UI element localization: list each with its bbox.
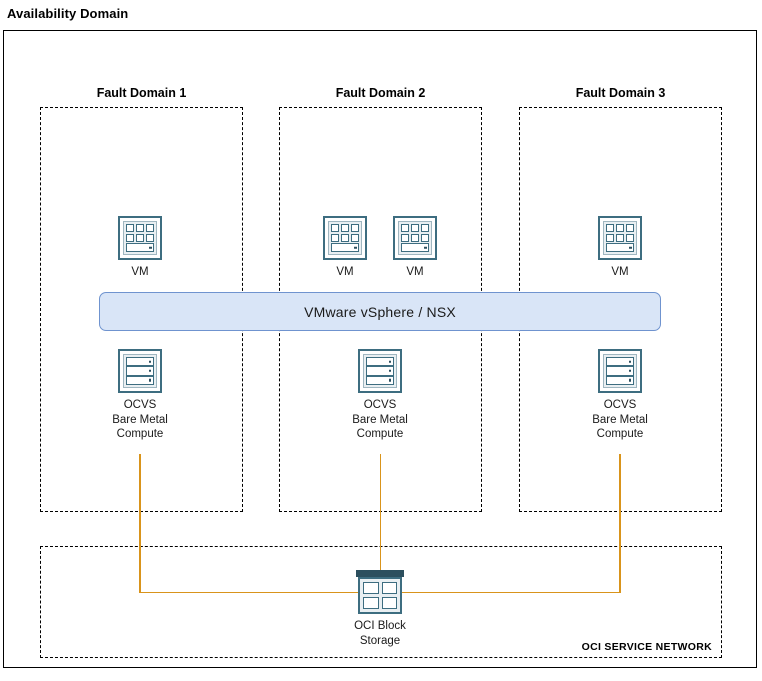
connector-fd3-vertical	[619, 454, 621, 593]
vm-icon	[323, 216, 367, 260]
vm-label: VM	[336, 266, 354, 278]
bare-metal-compute-fd3[interactable]: OCVS Bare Metal Compute	[565, 349, 675, 442]
vmware-banner-label: VMware vSphere / NSX	[304, 303, 456, 320]
bare-metal-compute-fd2[interactable]: OCVS Bare Metal Compute	[325, 349, 435, 442]
vm-icon	[118, 216, 162, 260]
block-storage-icon	[355, 570, 405, 614]
vm-label: VM	[406, 266, 424, 278]
vm-node-fd1[interactable]: VM	[85, 216, 195, 280]
vm-icon	[393, 216, 437, 260]
vm-icon	[598, 216, 642, 260]
bare-metal-compute-fd1[interactable]: OCVS Bare Metal Compute	[85, 349, 195, 442]
availability-domain-title: Availability Domain	[7, 6, 129, 21]
vmware-vsphere-nsx-banner[interactable]: VMware vSphere / NSX	[99, 292, 661, 331]
server-icon	[118, 349, 162, 393]
vm-label: VM	[611, 266, 629, 278]
vm-node-fd2-a[interactable]: VM	[290, 216, 400, 280]
fault-domain-3-label: Fault Domain 3	[575, 86, 666, 100]
block-storage-label: OCI Block Storage	[354, 620, 406, 647]
bare-metal-compute-label: OCVS Bare Metal Compute	[352, 399, 408, 440]
fault-domain-2-label: Fault Domain 2	[335, 86, 426, 100]
connector-fd1-horizontal	[139, 591, 361, 594]
bare-metal-compute-label: OCVS Bare Metal Compute	[112, 399, 168, 440]
bare-metal-compute-label: OCVS Bare Metal Compute	[592, 399, 648, 440]
availability-domain-box	[3, 30, 757, 668]
fault-domain-1-label: Fault Domain 1	[96, 86, 187, 100]
server-icon	[358, 349, 402, 393]
connector-fd3-horizontal	[399, 591, 620, 594]
oci-block-storage-node[interactable]: OCI Block Storage	[325, 570, 435, 648]
vm-node-fd3[interactable]: VM	[565, 216, 675, 280]
server-icon	[598, 349, 642, 393]
connector-fd1-vertical	[139, 454, 141, 593]
oci-service-network-label: OCI SERVICE NETWORK	[581, 641, 712, 653]
vm-node-fd2-b[interactable]: VM	[360, 216, 470, 280]
connector-fd2-vertical	[379, 454, 382, 571]
vm-label: VM	[131, 266, 149, 278]
